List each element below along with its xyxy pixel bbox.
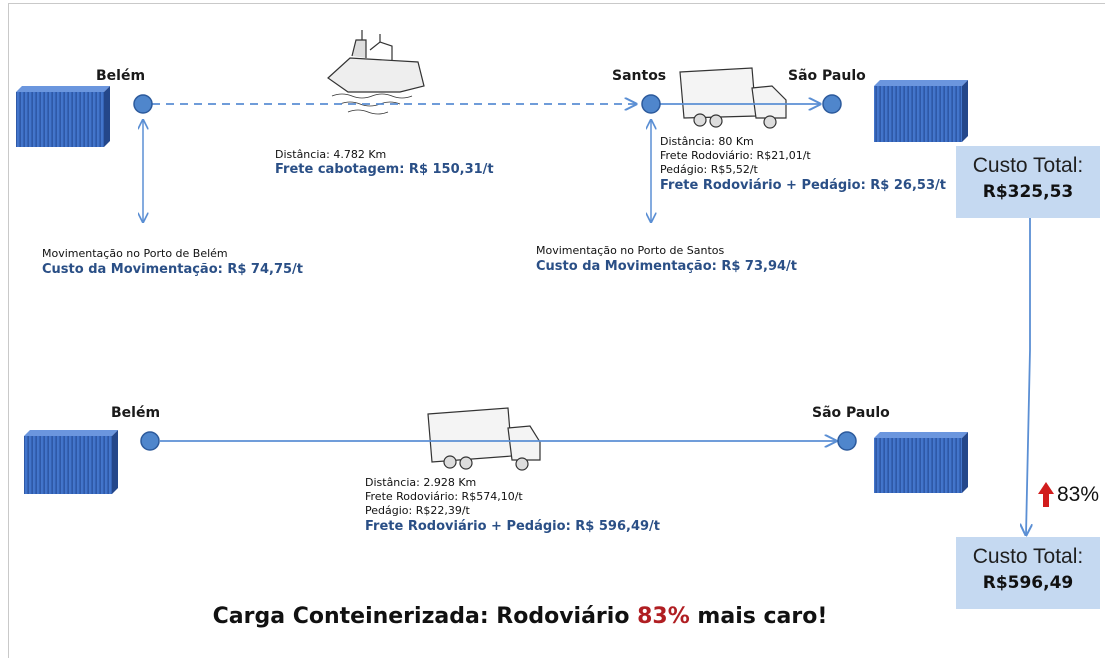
belem-port-label: Movimentação no Porto de Belém [42, 247, 228, 260]
ship-icon [327, 30, 425, 115]
sea-distance: Distância: 4.782 Km [275, 148, 387, 161]
road-total-top: Frete Rodoviário + Pedágio: R$ 26,53/t [660, 178, 946, 193]
cost-total-bottom-value: R$596,49 [982, 573, 1074, 593]
node-santos [641, 94, 661, 114]
city-sao-paulo-top: São Paulo [788, 68, 866, 84]
road-toll-bottom: Pedágio: R$22,39/t [365, 504, 470, 517]
road-freight-top: Frete Rodoviário: R$21,01/t [660, 149, 811, 162]
road-toll-top: Pedágio: R$5,52/t [660, 163, 758, 176]
cost-total-top: Custo Total: R$325,53 [956, 146, 1100, 218]
city-sao-paulo-bottom: São Paulo [812, 405, 890, 421]
belem-port-cost: Custo da Movimentação: R$ 74,75/t [42, 262, 304, 277]
cost-total-bottom-label: Custo Total: [972, 545, 1084, 568]
container-icon [874, 432, 968, 493]
container-icon [24, 430, 118, 494]
road-total-bottom: Frete Rodoviário + Pedágio: R$ 596,49/t [365, 519, 661, 534]
node-sao-paulo-bottom [837, 431, 857, 451]
sea-freight: Frete cabotagem: R$ 150,31/t [275, 162, 494, 177]
cost-total-bottom: Custo Total: R$596,49 [956, 537, 1100, 609]
node-sao-paulo [822, 94, 842, 114]
santos-port-label: Movimentação no Porto de Santos [536, 244, 725, 257]
city-belem-top: Belém [96, 68, 146, 84]
node-belem-bottom [140, 431, 160, 451]
santos-port-cost: Custo da Movimentação: R$ 73,94/t [536, 259, 798, 274]
headline-text-end: mais caro! [689, 604, 828, 629]
container-icon [874, 80, 968, 142]
cost-total-top-label: Custo Total: [972, 154, 1084, 177]
road-freight-bottom: Frete Rodoviário: R$574,10/t [365, 490, 523, 503]
truck-icon [427, 407, 541, 471]
headline-highlight: 83% [637, 604, 690, 629]
headline: Carga Conteinerizada: Rodoviário 83% mai… [0, 604, 1040, 629]
container-icon [16, 86, 110, 147]
road-distance-top: Distância: 80 Km [660, 135, 754, 148]
cost-connector-arrow [1026, 218, 1030, 535]
city-belem-bottom: Belém [111, 405, 161, 421]
cost-total-top-value: R$325,53 [982, 182, 1074, 202]
increase-percent: 83% [1057, 483, 1100, 506]
headline-text: Carga Conteinerizada: Rodoviário [212, 604, 638, 629]
truck-icon [679, 67, 787, 129]
node-belem [133, 94, 153, 114]
diagram-frame [8, 3, 1105, 658]
city-santos: Santos [612, 68, 667, 84]
up-arrow-icon [1038, 482, 1054, 507]
road-distance-bottom: Distância: 2.928 Km [365, 476, 477, 489]
